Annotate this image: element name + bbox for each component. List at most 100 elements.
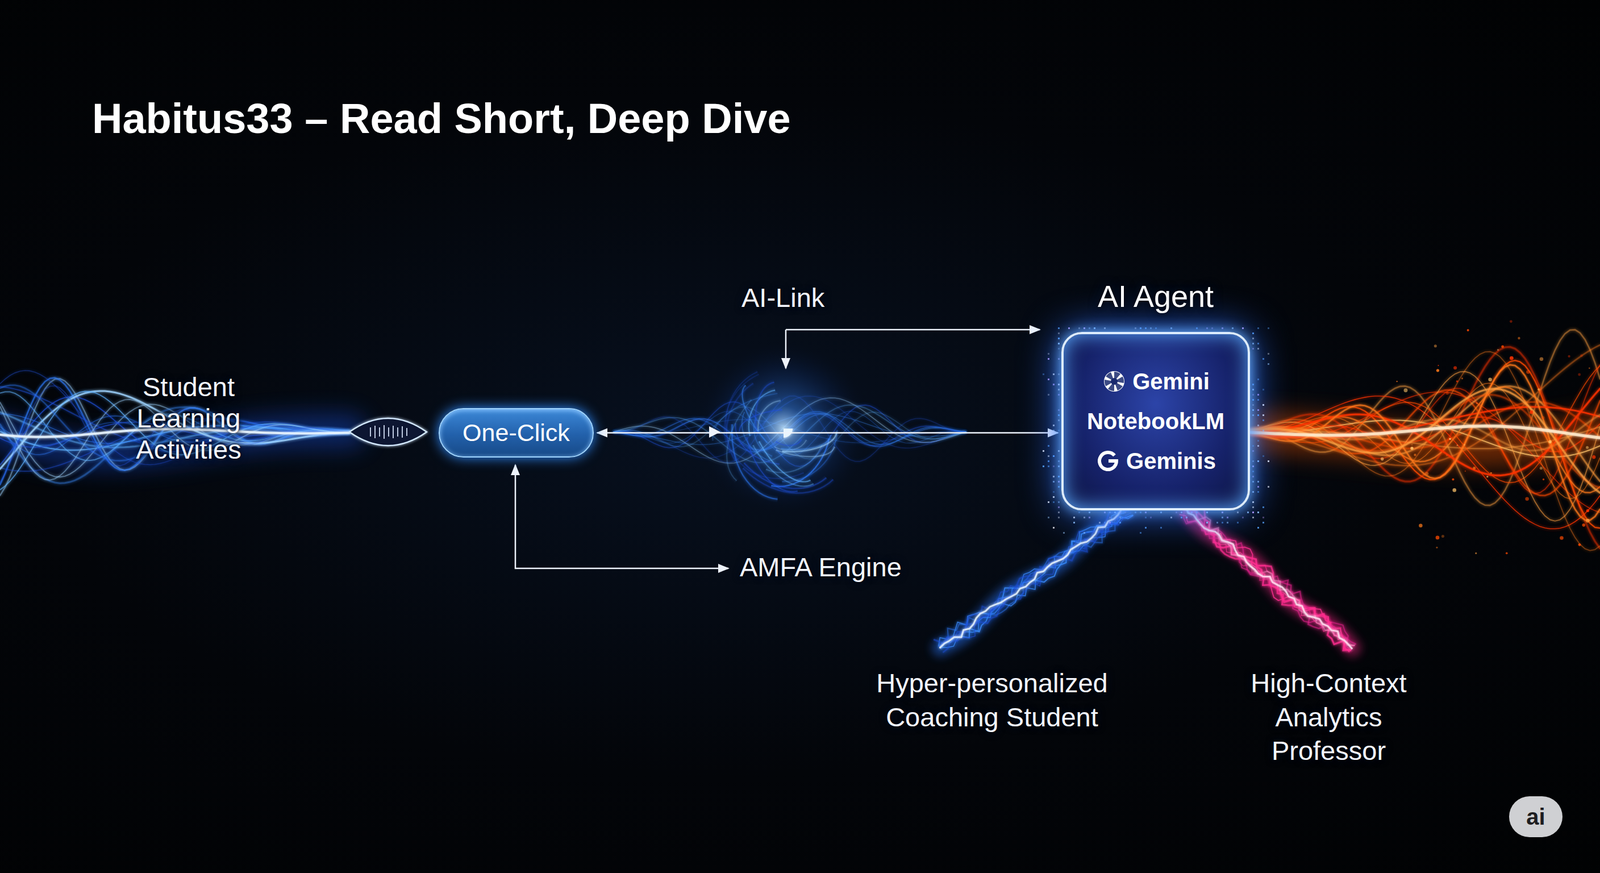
spark [1486,475,1489,478]
pixel-dot [1257,342,1260,345]
spark [1396,380,1398,382]
pixel-dot [1109,521,1111,524]
pixel-dot [1119,511,1122,514]
spark [1468,432,1471,435]
pixel-dot [1252,465,1254,468]
pixel-dot [1052,480,1055,483]
spark [1567,355,1570,358]
spark [1380,457,1385,461]
spark [1490,472,1493,474]
beam-strand [1250,386,1600,493]
orb-ring [693,338,874,520]
leader-arrow [785,329,787,369]
orb-ring [730,379,837,478]
beam-strand [1250,365,1600,483]
pixel-dot [1252,444,1254,447]
spark [1581,523,1586,527]
pixel-dot [1052,383,1055,386]
agent-tool: Geminis [1126,448,1216,474]
spark [1464,470,1466,472]
pixel-dot [1262,429,1265,432]
pixel-dot [1262,506,1265,508]
pixel-dot [1047,501,1050,503]
pixel-dot [1083,516,1086,519]
pixel-dot [1221,516,1224,519]
pixel-dot [1236,511,1239,514]
pixel-dot [1257,414,1260,416]
pixel-dot [1052,496,1055,498]
pixel-dot [1144,526,1147,529]
pixel-dot [1262,521,1265,524]
beam-strand [1250,360,1600,528]
beam-strand [1179,514,1349,652]
orb-ring [706,381,861,477]
pixel-dot [1236,521,1239,524]
pixel-dot [1262,516,1265,519]
pixel-dot [1052,501,1055,503]
pixel-dot [1057,383,1060,386]
pixel-dot [1170,516,1173,519]
pixel-dot [1047,352,1050,355]
pixel-dot [1083,327,1086,329]
pixel-dot [1196,511,1198,514]
spark [1542,478,1545,481]
spark [1410,446,1414,450]
pixel-dot [1252,409,1254,411]
spark [1526,369,1531,374]
pixel-dot [1139,511,1142,514]
spark [1505,551,1508,554]
pixel-dot [1211,327,1214,329]
pixel-dot [1196,327,1198,329]
spark [1435,546,1438,549]
pixel-dot [1252,393,1254,396]
beam-strand [1250,329,1600,506]
orb-ring [705,349,862,507]
orb-ring [757,404,810,453]
pixel-dot [1057,327,1060,329]
orb-ring [712,360,855,497]
pixel-dot [1206,521,1208,524]
pixel-dot [1057,332,1060,335]
spark [1435,535,1440,540]
orb-ring [751,398,816,459]
diagram-title: Habitus33 – Read Short, Deep Dive [92,96,791,141]
pixel-dot [1257,480,1260,483]
pixel-dot [1057,465,1060,468]
pixel-dot [1124,511,1127,514]
pixel-dot [1190,511,1193,514]
pixel-dot [1150,516,1152,519]
beam-strand [1250,344,1600,466]
spark [1548,440,1552,444]
spark [1476,402,1478,404]
spark [1437,364,1439,366]
pixel-dot [1180,511,1183,514]
pixel-dot [1252,342,1254,345]
orb-glow [692,337,875,520]
pixel-dot [1134,511,1137,514]
pixel-dot [1267,363,1270,365]
pixel-dot [1057,429,1060,432]
pixel-dot [1047,455,1050,457]
pixel-dot [1231,327,1234,329]
pixel-dot [1057,501,1060,503]
source-label: Student Learning Activities [132,371,245,466]
spark [1488,377,1492,381]
spark [1413,453,1416,456]
spark [1461,377,1464,379]
pixel-dot [1093,327,1096,329]
pixel-dot [1242,516,1244,519]
spark [1537,388,1540,391]
pixel-dot [1047,393,1050,396]
orb-core [774,419,793,438]
pixel-dot [1257,439,1260,442]
g-icon-arc [1099,452,1117,470]
pixel-dot [1068,327,1070,329]
pixel-dot [1047,357,1050,360]
pixel-dot [1083,531,1086,534]
pixel-dot [1088,327,1091,329]
agent-tool: NotebookLM [1086,408,1225,434]
orb-ring [704,347,863,510]
pixel-dot [1052,424,1055,427]
pixel-dot [1252,398,1254,401]
pixel-dot [1257,526,1260,529]
